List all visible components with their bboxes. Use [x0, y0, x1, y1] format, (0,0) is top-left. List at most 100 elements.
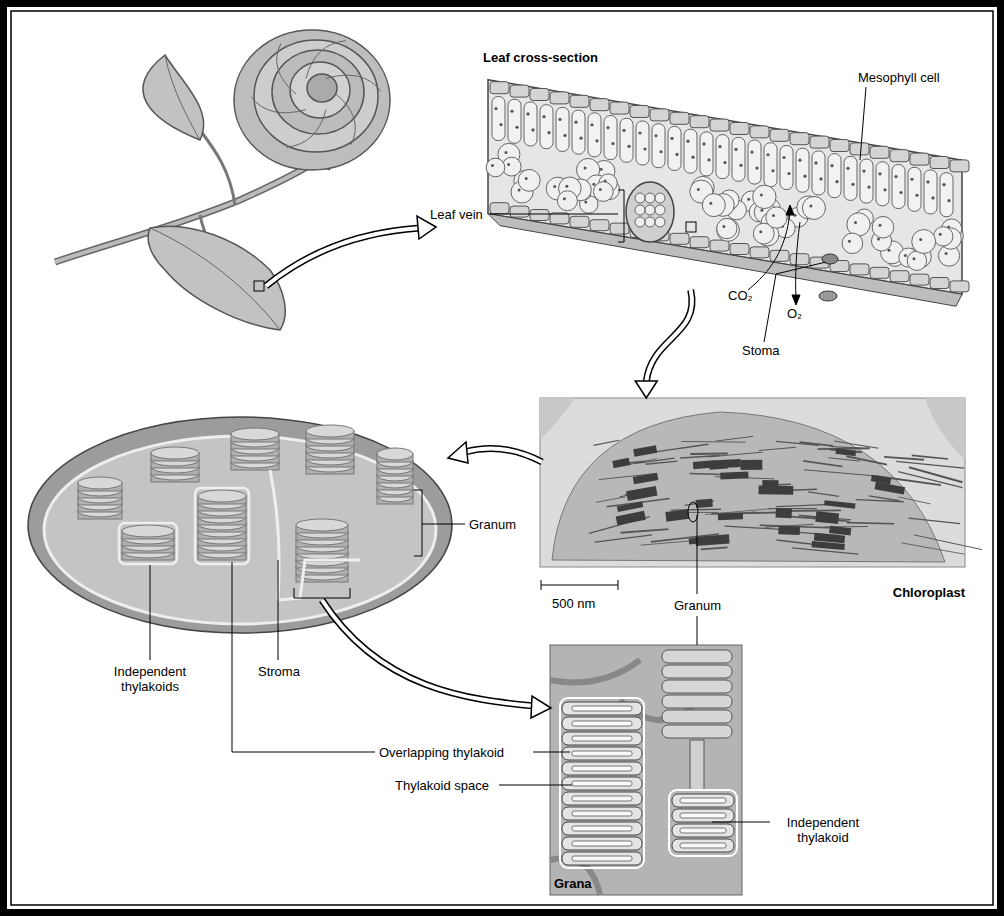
chloroplast-dot [611, 142, 614, 145]
chloroplast-dot [504, 151, 507, 154]
outer-membrane [28, 417, 452, 633]
hollow-arrow [322, 600, 535, 706]
thylakoid-streak [776, 505, 826, 507]
part-label: Stroma [258, 664, 300, 679]
rose-illustration [55, 30, 390, 330]
part-label: Mesophyll cell [858, 70, 940, 85]
palisade-cell [668, 126, 681, 170]
chloroplast-dot [809, 204, 812, 207]
inner-membrane [44, 436, 436, 624]
thylakoid-lamella [662, 650, 732, 663]
epidermis-cell [950, 160, 969, 172]
spongy-cell [486, 158, 505, 177]
petal-fold [277, 44, 296, 94]
granum-blob [633, 473, 659, 484]
thylakoid-streak [856, 500, 904, 502]
chloroplast-dot [814, 161, 817, 164]
rose-leaf [148, 226, 285, 330]
petal-fold [306, 41, 346, 79]
chloroplast-dot [491, 164, 494, 167]
chloroplast-dot [755, 166, 758, 169]
vein-cell [645, 193, 655, 203]
thylakoid-lamella [562, 747, 642, 760]
granum-blob [815, 511, 839, 524]
thylakoid-space [572, 736, 632, 741]
epidermis-cell [790, 133, 809, 145]
chloroplast-dot [563, 197, 566, 200]
thylakoid-streak [800, 442, 833, 446]
palisade-cell [860, 159, 873, 203]
chloroplast-dot [787, 172, 790, 175]
granum-blob [875, 482, 906, 495]
leader-line [697, 515, 698, 594]
epidermis-cell [510, 206, 529, 217]
chloroplast-dot [947, 199, 950, 202]
chloroplast-dot [592, 183, 595, 186]
granum-blob [759, 486, 794, 495]
thylakoid-lamella [562, 807, 642, 820]
granum-blob [812, 541, 845, 550]
thylakoid-space [572, 841, 632, 846]
chloroplast-dot [590, 123, 593, 126]
thylakoid-streak [884, 457, 924, 460]
epidermis-cell [590, 220, 609, 231]
leader-line [499, 785, 572, 786]
chloroplast-dot [722, 225, 725, 228]
thylakoid-streak [716, 436, 754, 441]
chloroplast-dot [883, 188, 886, 191]
thylakoid-disc [198, 490, 246, 502]
thylakoid-lamella [562, 762, 642, 775]
cutaway-edge [278, 560, 360, 600]
palisade-cell [636, 121, 649, 165]
rose-leaf [143, 55, 204, 140]
thylakoid-lamella [662, 725, 732, 738]
chloroplast-dot [518, 188, 521, 191]
chloroplast-dot [565, 185, 568, 188]
palisade-cell [748, 140, 761, 184]
chloroplast-dot [803, 175, 806, 178]
arrow-head [531, 696, 551, 718]
chloroplast-dot [654, 134, 657, 137]
neighbour-cell [540, 398, 575, 440]
chloroplast-dot [525, 177, 528, 180]
chloroplast-dot [862, 169, 865, 172]
chloroplast-dot [750, 150, 753, 153]
spongy-cell [753, 185, 776, 208]
chloroplast-dot [691, 156, 694, 159]
thylakoid-space [572, 706, 632, 711]
petal-fold [251, 97, 306, 113]
gas-label: CO₂ [728, 288, 753, 303]
chloroplast-dot [848, 240, 851, 243]
granum-blob [616, 511, 646, 525]
leader-line [232, 562, 570, 752]
chloroplast-dot [579, 137, 582, 140]
epidermis-cell [670, 112, 689, 124]
hollow-arrow [465, 448, 542, 462]
thylakoid-space [572, 781, 632, 786]
chloroplast-dot [622, 129, 625, 132]
chloroplast-dot [542, 115, 545, 118]
thylakoid-streak [759, 447, 796, 450]
palisade-cell [924, 170, 937, 214]
granum-blob [633, 445, 657, 456]
epidermis-cell [570, 216, 589, 227]
palisade-cell [492, 97, 505, 141]
spongy-cell [702, 194, 725, 217]
part-label: Granum [674, 598, 721, 613]
palisade-cell [700, 132, 713, 176]
chloroplast-dot [939, 233, 942, 236]
epidermis-cell [530, 210, 549, 221]
thylakoid-streak [653, 444, 708, 452]
connector-outline [646, 290, 692, 382]
chloroplast-dot [760, 209, 763, 212]
thylakoid-lamella [562, 852, 642, 865]
chloroplast-dot [747, 198, 750, 201]
chloroplast-dot [904, 254, 907, 257]
micrograph-frame [540, 398, 965, 567]
thylakoid-space [572, 796, 632, 801]
chloroplast-dot [766, 153, 769, 156]
chloroplast-dot [734, 148, 737, 151]
chloroplast-dot [574, 121, 577, 124]
epidermis-cell [490, 203, 509, 214]
